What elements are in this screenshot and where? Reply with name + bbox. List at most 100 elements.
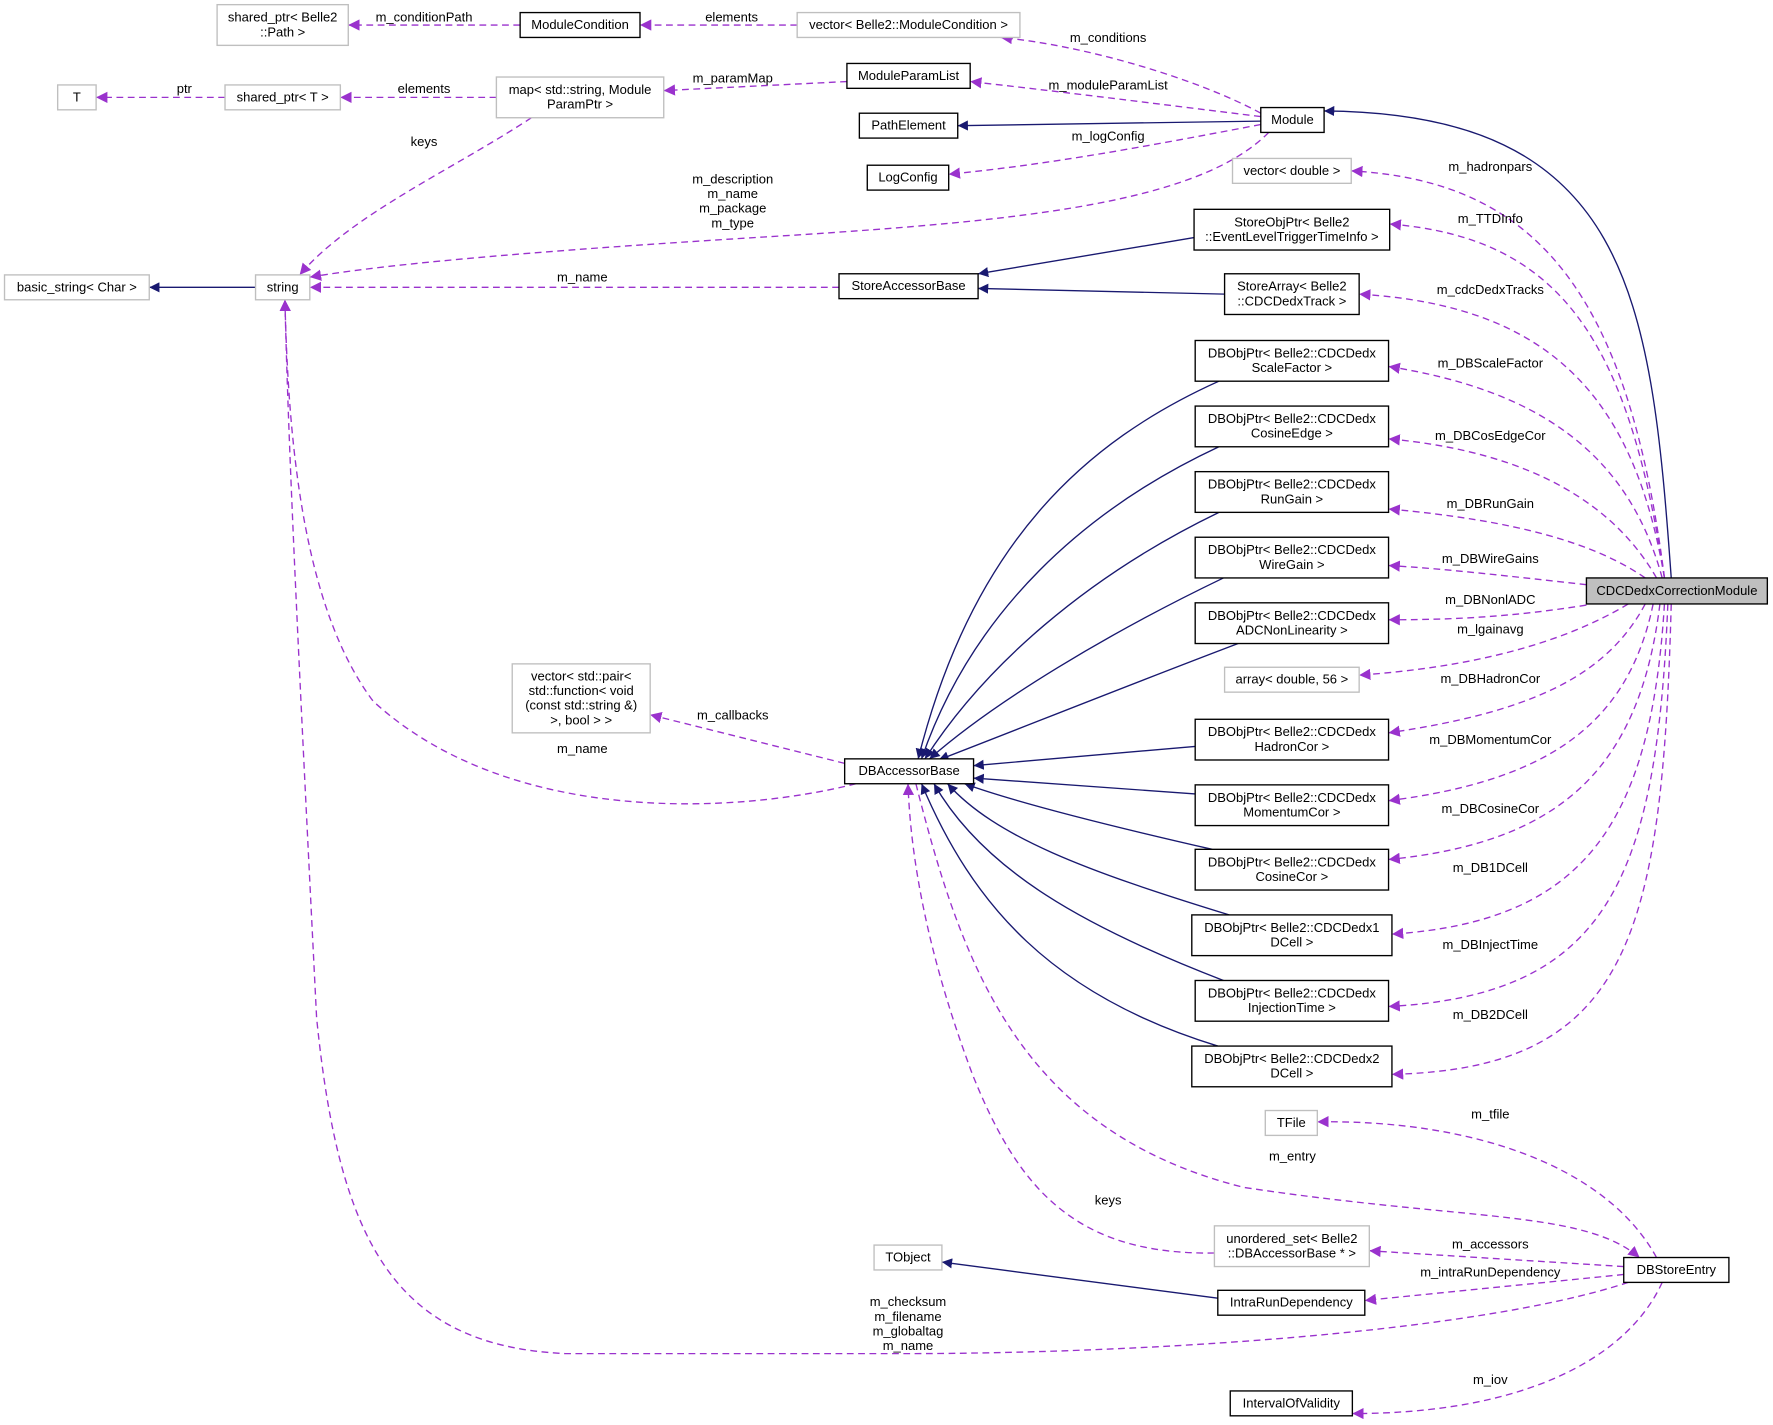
node-box[interactable] xyxy=(519,11,641,39)
edge-cdc-to-dbadc: m_DBNonlADC xyxy=(1388,592,1587,626)
node-sp_path[interactable]: shared_ptr< Belle2::Path > xyxy=(216,3,349,47)
node-box[interactable] xyxy=(1194,536,1390,579)
node-box[interactable] xyxy=(1231,157,1352,184)
edge-cdc-to-storeobjptr: m_TTDInfo xyxy=(1389,211,1666,579)
edge-label: m_entry xyxy=(1269,1148,1316,1163)
inheritance-edge xyxy=(933,783,1224,982)
node-label: StoreObjPtr< Belle2 xyxy=(1234,214,1349,229)
node-box[interactable] xyxy=(1193,208,1391,251)
node-box[interactable] xyxy=(1194,979,1390,1022)
edge-label: m_DBRunGain xyxy=(1447,496,1534,511)
usage-edge xyxy=(1388,560,1587,586)
node-dbstoreentry[interactable]: DBStoreEntry xyxy=(1623,1256,1730,1284)
edge-cdc-to-vec_double: m_hadronpars xyxy=(1351,159,1666,579)
node-box[interactable] xyxy=(1223,666,1360,693)
node-box[interactable] xyxy=(873,1244,943,1271)
node-vec_pair[interactable]: vector< std::pair<std::function< void(co… xyxy=(511,663,651,734)
node-dbaccessor[interactable]: DBAccessorBase xyxy=(843,758,975,785)
node-array56[interactable]: array< double, 56 > xyxy=(1223,666,1360,693)
node-box[interactable] xyxy=(1213,1225,1371,1268)
node-box[interactable] xyxy=(1191,1045,1393,1088)
node-storeobjptr[interactable]: StoreObjPtr< Belle2::EventLevelTriggerTi… xyxy=(1193,208,1391,251)
node-box[interactable] xyxy=(1194,602,1390,645)
node-tfile[interactable]: TFile xyxy=(1264,1109,1318,1137)
node-box[interactable] xyxy=(1229,1390,1354,1417)
node-modparamlist[interactable]: ModuleParamList xyxy=(846,62,971,90)
node-box[interactable] xyxy=(796,11,1021,39)
node-box[interactable] xyxy=(838,273,979,300)
edge-cdc-to-dbmomentum: m_DBMomentumCor xyxy=(1388,603,1654,805)
usage-edge xyxy=(1388,603,1646,737)
edge-label: m_DB1DCell xyxy=(1453,860,1528,875)
edge-db2dcell-to-dbaccessor xyxy=(920,783,1219,1047)
node-cdc[interactable]: CDCDedxCorrectionModule xyxy=(1585,577,1769,605)
node-box[interactable] xyxy=(1264,1109,1318,1137)
node-basic_string[interactable]: basic_string< Char > xyxy=(3,274,150,301)
node-box[interactable] xyxy=(1194,718,1390,761)
node-box[interactable] xyxy=(1223,273,1360,316)
node-storeaccessor[interactable]: StoreAccessorBase xyxy=(838,273,979,300)
node-box[interactable] xyxy=(56,84,97,111)
node-label: map< std::string, Module xyxy=(509,82,652,97)
node-box[interactable] xyxy=(254,274,311,301)
usage-edge xyxy=(970,77,1261,118)
node-box[interactable] xyxy=(1194,405,1390,448)
node-vec_modcond[interactable]: vector< Belle2::ModuleCondition > xyxy=(796,11,1021,39)
node-box[interactable] xyxy=(495,76,665,119)
node-label: ModuleCondition xyxy=(531,17,629,32)
node-label: TFile xyxy=(1277,1115,1306,1130)
node-iov[interactable]: IntervalOfValidity xyxy=(1229,1390,1354,1417)
node-box[interactable] xyxy=(1260,106,1325,134)
edge-dbrungain-to-dbaccessor xyxy=(924,511,1220,760)
node-box[interactable] xyxy=(1194,470,1390,514)
node-dbadc[interactable]: DBObjPtr< Belle2::CDCDedxADCNonLinearity… xyxy=(1194,602,1390,645)
node-intrarun[interactable]: IntraRunDependency xyxy=(1217,1289,1366,1316)
node-storearray[interactable]: StoreArray< Belle2::CDCDedxTrack > xyxy=(1223,273,1360,316)
node-box[interactable] xyxy=(1194,848,1390,891)
node-box[interactable] xyxy=(1191,914,1393,957)
node-sp_T[interactable]: shared_ptr< T > xyxy=(224,84,342,111)
node-label: Module xyxy=(1271,112,1314,127)
node-box[interactable] xyxy=(843,758,975,785)
node-vec_double[interactable]: vector< double > xyxy=(1231,157,1352,184)
node-T[interactable]: T xyxy=(56,84,97,111)
node-unordered[interactable]: unordered_set< Belle2::DBAccessorBase * … xyxy=(1213,1225,1371,1268)
edge-label: m_TTDInfo xyxy=(1458,211,1523,226)
node-box[interactable] xyxy=(1194,784,1390,827)
node-box[interactable] xyxy=(846,62,971,90)
node-box[interactable] xyxy=(224,84,342,111)
edge-label: ptr xyxy=(177,81,193,96)
node-box[interactable] xyxy=(3,274,150,301)
node-box[interactable] xyxy=(1217,1289,1366,1316)
node-label: vector< Belle2::ModuleCondition > xyxy=(809,17,1008,32)
node-module[interactable]: Module xyxy=(1260,106,1325,134)
node-box[interactable] xyxy=(866,164,950,191)
node-box[interactable] xyxy=(1194,339,1390,382)
node-label: CosineEdge > xyxy=(1251,426,1333,441)
node-modcond[interactable]: ModuleCondition xyxy=(519,11,641,39)
node-box[interactable] xyxy=(216,3,349,47)
node-box[interactable] xyxy=(858,112,959,139)
node-box[interactable] xyxy=(1623,1256,1730,1284)
inheritance-edge xyxy=(920,446,1220,760)
node-box[interactable] xyxy=(511,663,651,734)
node-string[interactable]: string xyxy=(254,274,311,301)
edge-cdc-to-dbrungain: m_DBRunGain xyxy=(1388,496,1646,579)
node-label: DBObjPtr< Belle2::CDCDedx xyxy=(1208,854,1376,869)
node-logconfig[interactable]: LogConfig xyxy=(866,164,950,191)
node-pathelem[interactable]: PathElement xyxy=(858,112,959,139)
node-box[interactable] xyxy=(1585,577,1769,605)
node-tobject[interactable]: TObject xyxy=(873,1244,943,1271)
